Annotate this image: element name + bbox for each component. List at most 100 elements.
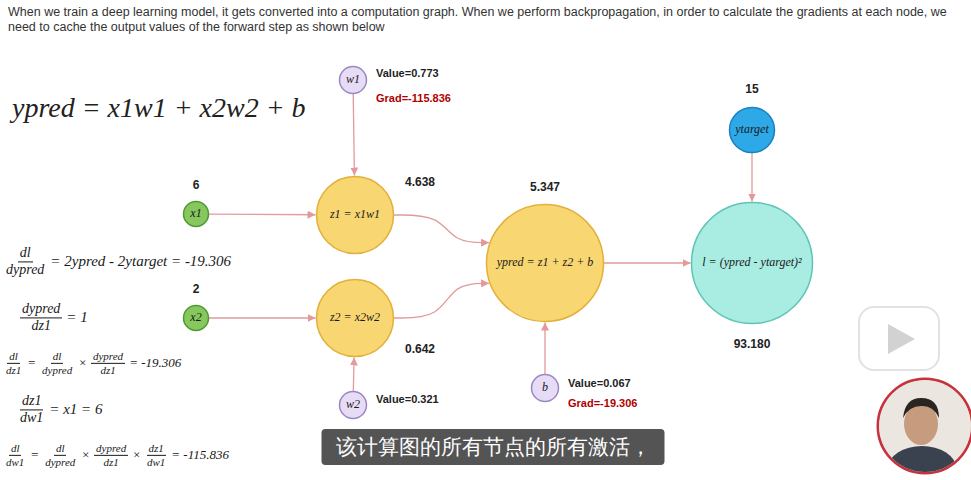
node-label: w1 [346,73,360,87]
fraction: dldypred [40,350,74,376]
connector [353,357,355,391]
parameter-node: b [530,373,560,403]
value-text: Value=0.773 [376,67,439,80]
connector [209,317,316,318]
node-circle [317,177,394,254]
node-label: x1 [190,207,201,221]
formula: ypred = x1w1 + x2w2 + b [12,92,306,124]
operation-node: z2 = x2w2 [315,278,395,358]
presenter-body [888,446,956,480]
connector [394,215,489,243]
numerator: dl [7,350,20,364]
node-circle [340,67,367,94]
denominator: dw1 [4,456,26,469]
fraction: dldw1 [4,442,26,468]
numerator: dypred [91,350,125,364]
loss-node: l = (ypred - ytarget)² [690,201,814,325]
node-circle [184,202,209,227]
connector [209,213,316,215]
fraction: dypreddz1 [94,442,128,468]
fraction: dz1dw1 [18,393,45,426]
gradient-text: Grad=-115.836 [376,92,451,105]
equation-text: = 2ypred - 2ytarget = -19.306 [50,253,231,270]
target-node: ytarget [728,106,776,154]
value-text: Value=0.321 [376,393,439,406]
equation-text: = x1 = 6 [49,401,102,418]
node-circle [340,392,367,419]
input-node: x2 [182,304,210,332]
value-text: Value=0.067 [568,377,631,390]
heading-text: When we train a deep learning model, it … [8,5,963,35]
derivative-equation: dldz1=dldypred×dypreddz1= -19.306 [4,350,181,376]
node-circle [532,375,559,402]
node-label: w2 [346,398,360,412]
operation-node: ypred = z1 + z2 + b [485,203,605,323]
numerator: dypred [94,442,128,456]
node-value: 0.642 [405,343,435,357]
node-circle [184,306,209,331]
connector [604,262,691,263]
connector [394,283,489,318]
node-label: ypred = z1 + z2 + b [497,256,594,270]
denominator: dw1 [18,411,45,427]
derivative-equation: dz1dw1= x1 = 6 [18,393,103,426]
node-label: z1 = x1w1 [330,208,380,222]
parameter-node: w1 [338,65,368,95]
denominator: dw1 [145,456,167,469]
node-label: b [542,381,548,395]
node-value: 93.180 [734,338,771,352]
node-label: x2 [190,311,201,325]
equation-text: = [27,356,36,371]
denominator: dypred [43,456,77,469]
input-node: x1 [182,200,210,228]
fraction: dypreddz1 [91,350,125,376]
fraction: dldypred [43,442,77,468]
denominator: dz1 [101,456,120,469]
equation-text: = 1 [66,309,87,326]
parameter-node: w2 [338,390,368,420]
fraction: dypreddz1 [20,301,62,334]
node-value: 15 [745,83,758,97]
equation-text: × [132,448,141,463]
presenter-hair [903,398,939,418]
numerator: dl [9,442,22,456]
denominator: dz1 [4,364,23,377]
connector [751,153,752,202]
node-circle [317,280,394,357]
denominator: dz1 [29,319,52,335]
denominator: dypred [4,263,46,279]
denominator: dz1 [98,364,117,377]
numerator: dypred [20,301,62,318]
node-circle [487,205,604,322]
video-logo [859,307,939,370]
presenter-figure [878,379,971,480]
node-label: l = (ypred - ytarget)² [702,256,801,270]
derivative-equation: dldw1=dldypred×dypreddz1×dz1dw1= -115.83… [4,442,229,468]
equation-text: × [81,448,90,463]
node-circle [692,203,813,324]
numerator: dl [51,350,64,364]
node-value: 5.347 [530,181,560,195]
node-label: z2 = x2w2 [330,311,380,325]
play-icon [888,324,915,354]
equation-text: × [78,356,87,371]
operation-node: z1 = x1w1 [315,175,395,255]
node-label: ytarget [735,123,769,137]
fraction: dz1dw1 [145,442,167,468]
numerator: dz1 [20,393,43,410]
equation-text: = [30,448,39,463]
gradient-text: Grad=-19.306 [568,397,637,410]
connector [544,323,545,375]
subtitle: 该计算图的所有节点的所有激活， [322,429,665,465]
node-value: 4.638 [405,176,435,190]
connector [353,94,354,176]
equation-text: = -19.306 [129,356,181,371]
fraction: dldypred [4,245,46,278]
derivative-equation: dypreddz1= 1 [20,301,88,334]
equation-text: = -115.836 [171,448,229,463]
node-value: 6 [193,179,200,193]
node-value: 2 [193,283,200,297]
numerator: dl [18,245,33,262]
